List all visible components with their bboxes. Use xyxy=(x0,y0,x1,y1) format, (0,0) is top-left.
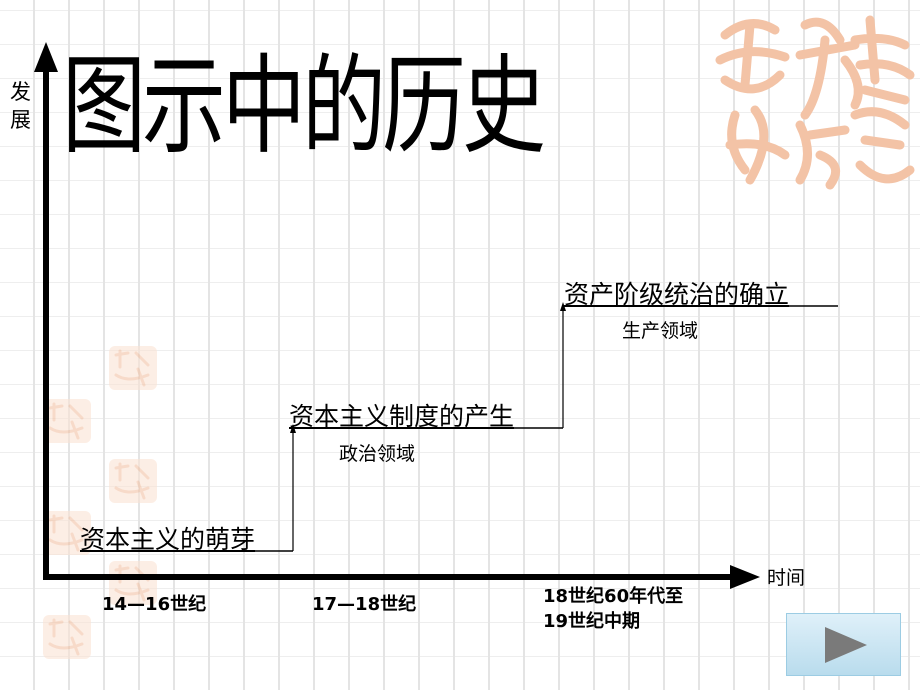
auspicious-seal-icon xyxy=(109,346,157,390)
period-1: 14—16世纪 xyxy=(102,594,207,615)
period-2: 17—18世纪 xyxy=(312,594,417,615)
stage-3-domain: 生产领域 xyxy=(622,320,699,342)
period-3: 18世纪60年代至 19世纪中期 xyxy=(543,584,683,634)
auspicious-seal-icon xyxy=(43,399,91,443)
y-axis-label: 发展 xyxy=(10,80,31,132)
auspicious-seal-icon xyxy=(715,15,915,190)
stage-riser-1 xyxy=(290,424,296,551)
auspicious-seal-icon xyxy=(43,511,91,555)
stage-riser-2 xyxy=(560,302,566,428)
next-slide-button[interactable] xyxy=(786,613,901,676)
page-title: 图示中的历史 xyxy=(62,43,546,169)
period-3-line-2: 19世纪中期 xyxy=(543,611,641,632)
period-3-line-1: 18世纪60年代至 xyxy=(543,586,684,607)
stage-2-label: 资本主义制度的产生 xyxy=(289,402,515,431)
y-axis xyxy=(34,42,58,578)
auspicious-seal-icon xyxy=(109,459,157,503)
stage-3-label: 资产阶级统治的确立 xyxy=(564,280,790,309)
play-triangle-icon xyxy=(825,627,867,663)
stage-2-domain: 政治领域 xyxy=(339,443,416,465)
auspicious-seal-icon xyxy=(43,615,91,659)
x-axis-label: 时间 xyxy=(767,567,806,589)
stage-1-label: 资本主义的萌芽 xyxy=(80,525,256,554)
x-axis xyxy=(43,565,760,589)
